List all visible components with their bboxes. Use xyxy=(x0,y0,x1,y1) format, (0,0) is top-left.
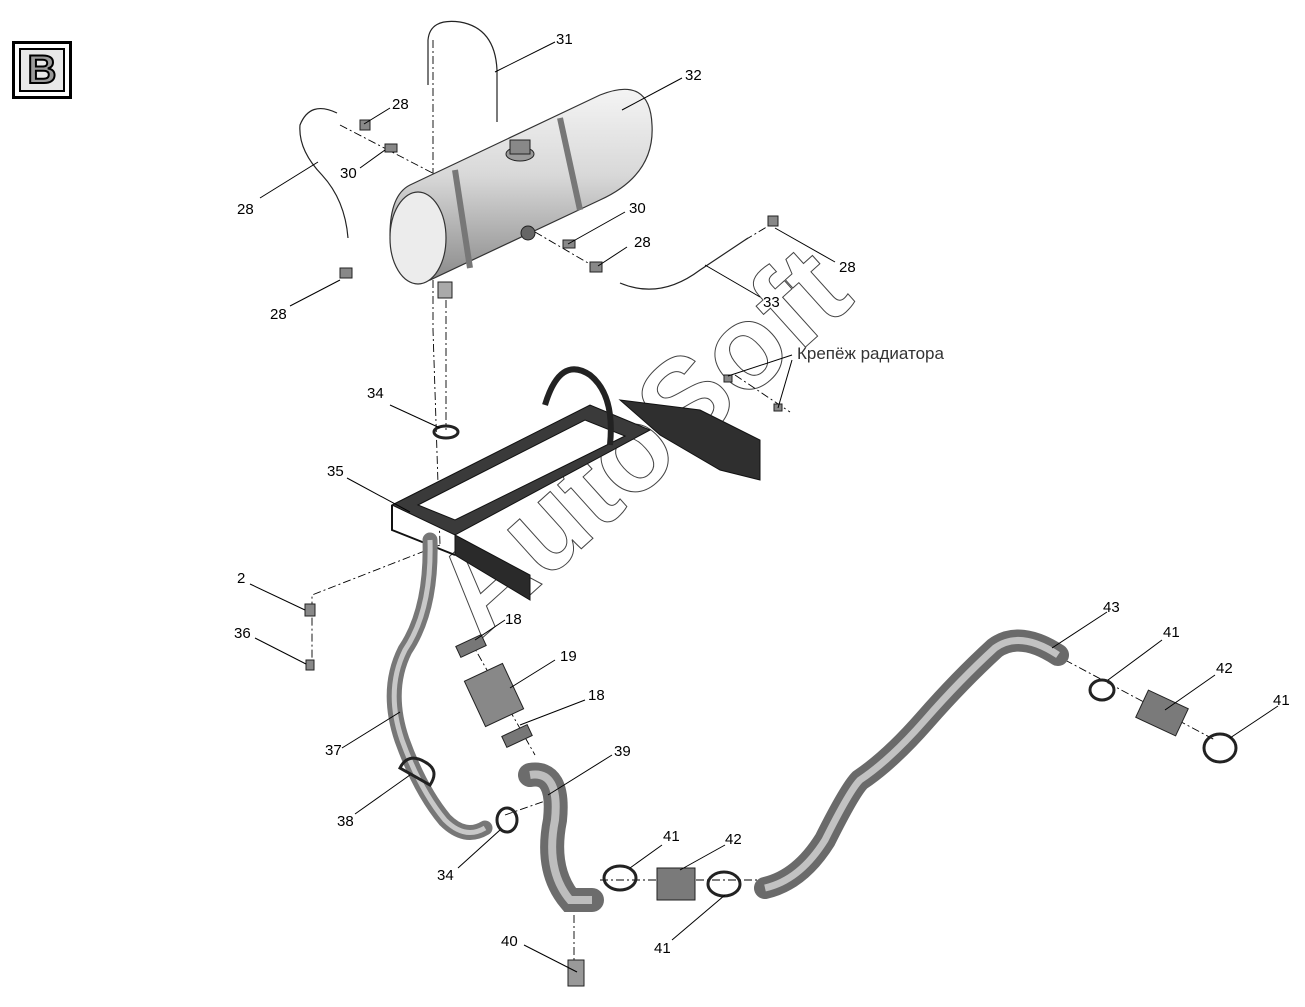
callout-34: 34 xyxy=(437,867,454,884)
callout-32: 32 xyxy=(685,67,702,84)
callout-43: 43 xyxy=(1103,599,1120,616)
callout-42: 42 xyxy=(725,831,742,848)
section-badge: B xyxy=(12,41,72,99)
callout-33: 33 xyxy=(763,294,780,311)
hose-19 xyxy=(463,662,525,728)
callout-41: 41 xyxy=(1163,624,1180,641)
hose-42-upper xyxy=(1135,689,1189,737)
callout-labels: 31 32 28 30 28 28 30 28 28 33 34 35 2 36… xyxy=(234,31,1290,957)
callout-37: 37 xyxy=(325,742,342,759)
frame-35 xyxy=(390,366,761,601)
watermark: AutoSoft xyxy=(408,221,874,659)
clamp-41-b xyxy=(706,870,742,898)
sleeve-18-bottom xyxy=(501,723,533,749)
bracket-38 xyxy=(398,756,436,787)
clamp-41-a xyxy=(602,864,638,892)
callout-30: 30 xyxy=(629,200,646,217)
callout-18: 18 xyxy=(505,611,522,628)
callout-28: 28 xyxy=(392,96,409,113)
callout-18: 18 xyxy=(588,687,605,704)
callout-28: 28 xyxy=(634,234,651,251)
section-letter: B xyxy=(19,48,65,92)
callout-41: 41 xyxy=(663,828,680,845)
callout-34: 34 xyxy=(367,385,384,402)
callout-2: 2 xyxy=(237,570,245,587)
callout-28: 28 xyxy=(839,259,856,276)
hose-31 xyxy=(427,20,498,122)
callout-28: 28 xyxy=(237,201,254,218)
clamp-34-top xyxy=(432,424,460,440)
callout-42: 42 xyxy=(1216,660,1233,677)
pipe-43 xyxy=(754,629,1069,899)
callout-35: 35 xyxy=(327,463,344,480)
hose-28-left xyxy=(299,107,349,239)
hose-33 xyxy=(619,237,749,290)
drain-fitting-40 xyxy=(567,959,585,987)
leader-lines xyxy=(249,41,1279,973)
callout-41: 41 xyxy=(654,940,671,957)
clamp-41-d xyxy=(1202,732,1238,764)
callout-36: 36 xyxy=(234,625,251,642)
clamp-34-lower xyxy=(495,806,519,834)
radiator-mount-note: Крепёж радиатора xyxy=(797,344,944,363)
hose-42-lower xyxy=(656,867,696,901)
callout-40: 40 xyxy=(501,933,518,950)
callout-28: 28 xyxy=(270,306,287,323)
tank-32 xyxy=(389,88,653,299)
sleeve-18-top xyxy=(455,633,487,659)
callout-39: 39 xyxy=(614,743,631,760)
callout-41: 41 xyxy=(1273,692,1290,709)
callout-38: 38 xyxy=(337,813,354,830)
clamp-41-c xyxy=(1088,678,1116,702)
callout-31: 31 xyxy=(556,31,573,48)
callout-19: 19 xyxy=(560,648,577,665)
callout-30: 30 xyxy=(340,165,357,182)
